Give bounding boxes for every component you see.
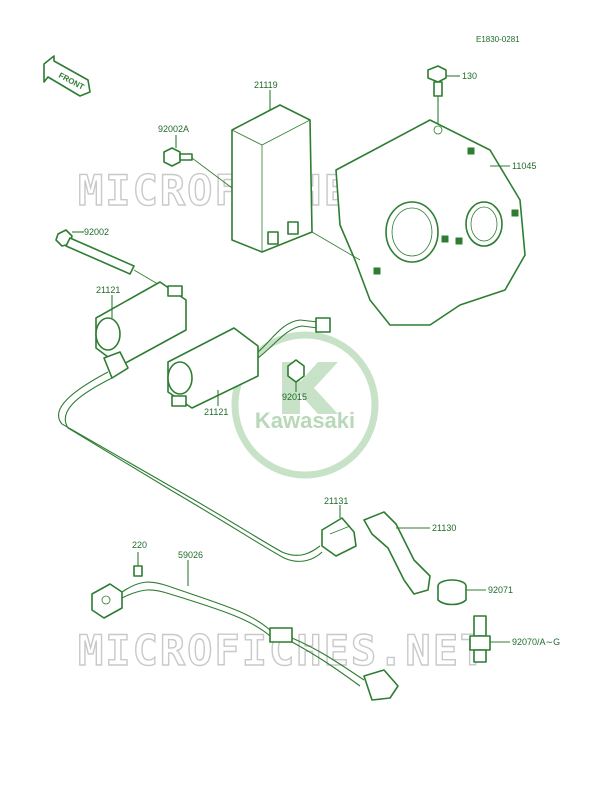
part-59026-pickup-coil — [91, 560, 399, 701]
label-130: 130 — [462, 71, 477, 81]
high-tension-lead — [57, 371, 323, 562]
part-130-bolt — [427, 65, 460, 130]
part-92015-nut — [287, 359, 305, 392]
label-92015: 92015 — [282, 392, 307, 402]
part-92070-spark-plug — [469, 615, 510, 663]
part-21121-ignition-coil-bottom — [167, 317, 331, 409]
label-21131: 21131 — [324, 496, 348, 506]
label-92002A: 92002A — [158, 124, 189, 134]
part-92071-seal — [437, 579, 486, 606]
label-21119: 21119 — [254, 80, 278, 90]
brand-watermark-text: Kawasaki — [255, 408, 355, 433]
label-11045: 11045 — [512, 161, 536, 171]
front-arrow-icon: FRONT — [43, 55, 91, 97]
part-11045-bracket — [335, 119, 526, 326]
label-21130: 21130 — [432, 523, 456, 533]
label-59026: 59026 — [178, 550, 203, 560]
part-21121-ignition-coil-top — [95, 281, 187, 379]
part-21119-cdi-unit — [231, 90, 361, 261]
label-92070: 92070/A∼G — [512, 637, 560, 647]
diagram-code: E1830-0281 — [476, 35, 520, 44]
part-92002-long-bolt — [55, 229, 169, 291]
part-220-screw — [133, 552, 143, 577]
label-92071: 92071 — [488, 585, 513, 595]
part-21130-plug-cap — [363, 511, 431, 595]
label-21121-bottom: 21121 — [204, 407, 228, 417]
label-92002: 92002 — [84, 227, 109, 237]
label-220: 220 — [132, 540, 147, 550]
part-92002A-bolt — [163, 135, 233, 189]
label-21121-top: 21121 — [96, 285, 120, 295]
part-21131-boot — [321, 505, 357, 557]
